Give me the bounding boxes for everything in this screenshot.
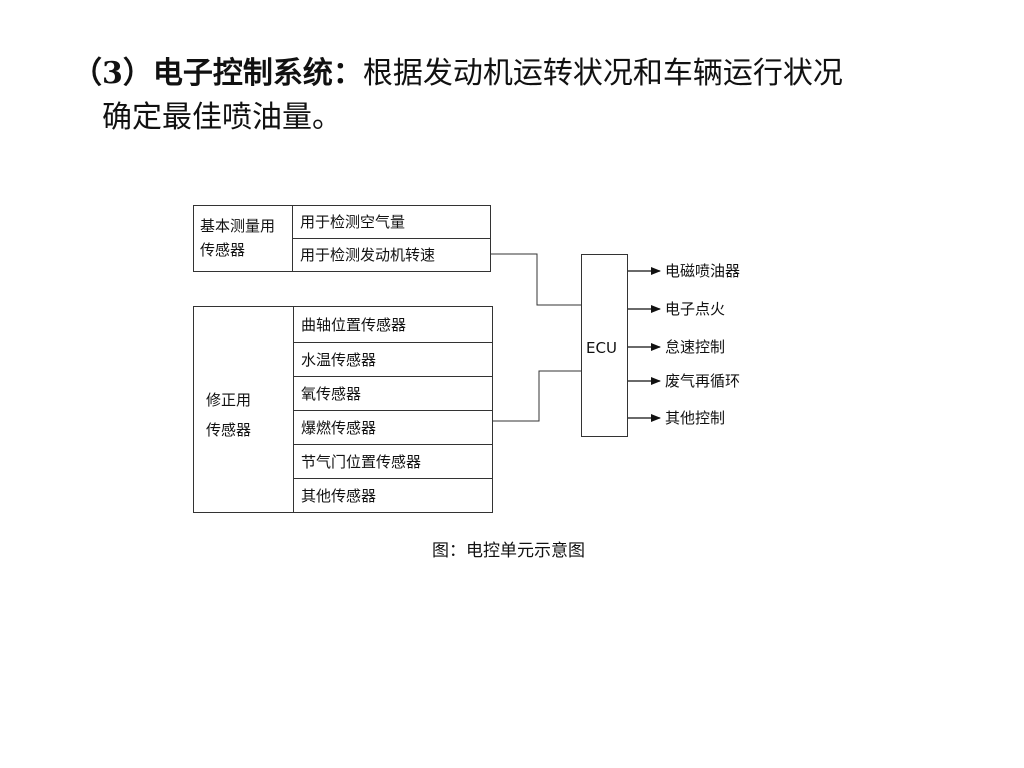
correction-group-label-line1: 修正用 (206, 391, 252, 409)
sensor-other: 其他传感器 (293, 479, 492, 512)
output-idle-control: 怠速控制 (665, 338, 726, 356)
correction-to-ecu-wire (493, 370, 581, 422)
sensor-throttle-position: 节气门位置传感器 (293, 445, 492, 479)
output-injector: 电磁喷油器 (665, 262, 741, 280)
heading-desc-line1: 根据发动机运转状况和车辆运行状况 (362, 56, 843, 91)
basic-sensor-rpm: 用于检测发动机转速 (292, 239, 490, 271)
output-other-control: 其他控制 (665, 409, 726, 427)
sensor-crankshaft: 曲轴位置传感器 (293, 307, 492, 343)
heading-number: （3） (72, 56, 153, 91)
correction-group-label: 修正用 传感器 (206, 385, 251, 445)
sensor-throttle-position-label: 节气门位置传感器 (301, 452, 422, 471)
sensor-oxygen: 氧传感器 (293, 377, 492, 411)
ecu-box: ECU (581, 254, 628, 437)
sensor-knock-label: 爆燃传感器 (301, 418, 377, 437)
correction-sensor-group: 修正用 传感器 曲轴位置传感器 水温传感器 氧传感器 爆燃传感器 节气门位置传感… (193, 306, 493, 513)
sensor-coolant-temp: 水温传感器 (293, 343, 492, 377)
output-ignition: 电子点火 (665, 300, 726, 318)
ecu-label: ECU (586, 339, 617, 357)
sensor-other-label: 其他传感器 (301, 486, 377, 505)
correction-group-label-line2: 传感器 (206, 421, 252, 439)
heading-desc-line2: 确定最佳喷油量。 (102, 100, 342, 135)
slide-heading: （3）电子控制系统：根据发动机运转状况和车辆运行状况 确定最佳喷油量。 (72, 52, 972, 140)
basic-group-label-line1: 基本测量用 (200, 217, 276, 235)
sensor-coolant-temp-label: 水温传感器 (301, 350, 377, 369)
basic-sensor-air: 用于检测空气量 (292, 206, 490, 239)
figure-caption: 图：电控单元示意图 (432, 541, 585, 561)
basic-group-label-line2: 传感器 (200, 241, 246, 259)
sensor-oxygen-label: 氧传感器 (301, 384, 362, 403)
output-egr: 废气再循环 (665, 372, 741, 390)
heading-term: 电子控制系统： (152, 56, 363, 91)
basic-group-label: 基本测量用 传感器 (200, 214, 275, 262)
basic-sensor-rpm-label: 用于检测发动机转速 (300, 246, 436, 264)
sensor-knock: 爆燃传感器 (293, 411, 492, 445)
basic-sensor-air-label: 用于检测空气量 (300, 213, 406, 231)
sensor-crankshaft-label: 曲轴位置传感器 (301, 315, 407, 334)
basic-sensor-group: 基本测量用 传感器 用于检测空气量 用于检测发动机转速 (193, 205, 491, 272)
basic-to-ecu-wire (491, 253, 581, 306)
